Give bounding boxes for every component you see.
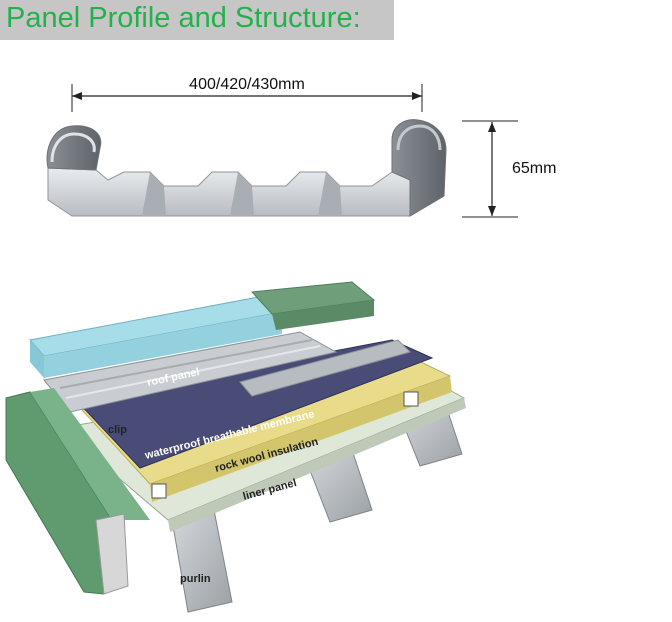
rib-3 xyxy=(318,172,342,216)
roof-panel-rib-2 xyxy=(65,345,321,399)
left-seam-highlight xyxy=(50,132,96,163)
right-seam xyxy=(391,119,447,217)
roof-panel-seam xyxy=(239,339,411,397)
page-title: Panel Profile and Structure: xyxy=(6,2,361,34)
insulation-edge xyxy=(150,376,452,502)
arrowhead-up xyxy=(488,122,496,132)
edge-bracket xyxy=(95,513,129,595)
clip-right xyxy=(403,391,419,407)
liner-panel-edge xyxy=(168,398,466,532)
clip-left xyxy=(151,483,167,499)
arrowhead-down xyxy=(488,206,496,216)
profile-drawing: 400/420/430mm 65mm xyxy=(46,76,556,218)
width-label: 400/420/430mm xyxy=(189,76,305,93)
roof-structure-diagram: roof panel clip waterproof breathable me… xyxy=(5,281,466,613)
arrowhead-left xyxy=(72,92,82,100)
right-seam-highlight xyxy=(396,124,442,151)
roof-panel-rib-1 xyxy=(59,339,313,389)
teal-top-edge-front xyxy=(44,312,282,378)
label-purlin: purlin xyxy=(180,573,211,585)
rib-1 xyxy=(142,172,166,216)
green-edge-top xyxy=(30,388,150,520)
title-banner: Panel Profile and Structure: xyxy=(0,0,394,40)
label-clip: clip xyxy=(108,424,127,436)
rib-2 xyxy=(230,172,254,216)
teal-top-edge-left xyxy=(30,340,44,378)
height-label: 65mm xyxy=(512,160,556,177)
arrowhead-right xyxy=(412,92,422,100)
green-cap-edge xyxy=(272,300,374,330)
